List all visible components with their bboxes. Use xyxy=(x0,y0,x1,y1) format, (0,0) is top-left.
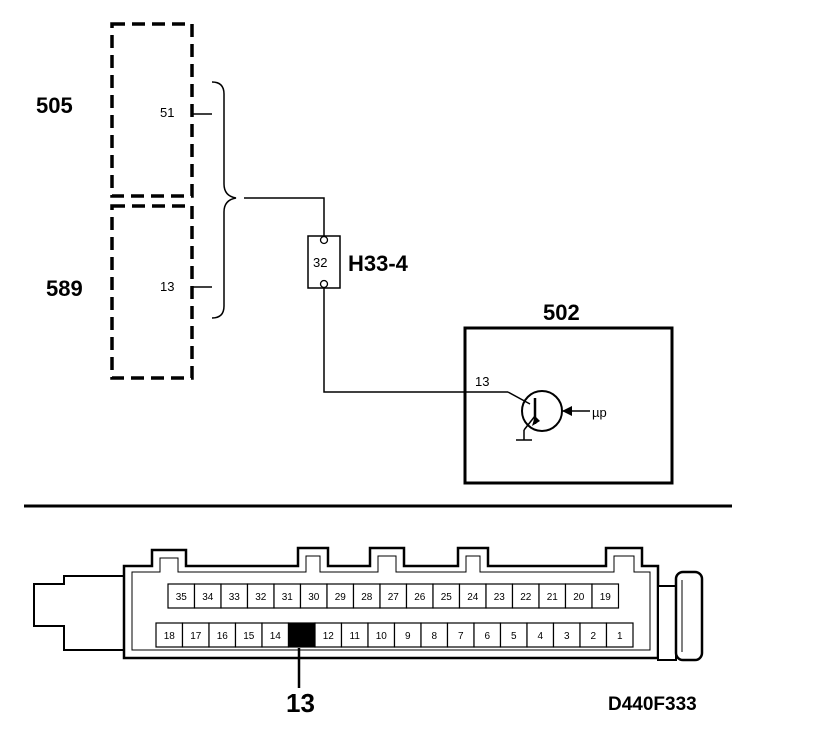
pin-cell-25 xyxy=(432,583,461,609)
plug-bottom-row: 18 17 16 15 14 12 11 10 9 8 7 6 5 4 3 2 1 xyxy=(155,622,634,648)
pin-label-28: 28 xyxy=(361,592,373,603)
pin-cell-23 xyxy=(485,583,514,609)
pin-label-26: 26 xyxy=(414,592,426,603)
connector-label: H33-4 xyxy=(348,251,409,276)
pin-label-18: 18 xyxy=(164,631,176,642)
pin-cell-34 xyxy=(193,583,222,609)
wire-lower xyxy=(323,288,508,393)
module-589-box xyxy=(110,204,194,380)
pin-label-11: 11 xyxy=(350,631,361,642)
wire-upper xyxy=(244,197,325,238)
pin-cell-10 xyxy=(367,622,396,648)
pin-cell-1 xyxy=(605,622,634,648)
pin-cell-28 xyxy=(352,583,381,609)
pin-label-32: 32 xyxy=(255,592,267,603)
ecu-502-box xyxy=(463,326,674,485)
pin-label-35: 35 xyxy=(176,592,188,603)
pin-cell-19 xyxy=(591,583,620,609)
pin-cell-8 xyxy=(420,622,449,648)
pin-cell-3 xyxy=(552,622,581,648)
pin-label-19: 19 xyxy=(600,592,612,603)
module-589-pin: 13 xyxy=(160,279,174,294)
pin-cell-16 xyxy=(208,622,237,648)
pin-label-8: 8 xyxy=(431,631,437,642)
pin-label-16: 16 xyxy=(217,631,229,642)
ecu-pin: 13 xyxy=(475,374,489,389)
pin-cell-24 xyxy=(458,583,487,609)
pin-cell-26 xyxy=(405,583,434,609)
pin-label-6: 6 xyxy=(484,631,490,642)
pin-cell-14 xyxy=(261,622,290,648)
pin-label-7: 7 xyxy=(458,631,464,642)
transistor-icon xyxy=(507,390,590,441)
pin-label-25: 25 xyxy=(441,592,453,603)
pin-cell-33 xyxy=(220,583,249,609)
pin-label-14: 14 xyxy=(270,631,282,642)
pin-cell-13 xyxy=(287,622,316,648)
callout-label: 13 xyxy=(286,688,315,718)
connector-h33-4 xyxy=(307,235,341,289)
pin-label-5: 5 xyxy=(511,631,517,642)
pin-cell-29 xyxy=(326,583,355,609)
pin-cell-2 xyxy=(579,622,608,648)
module-505-pin: 51 xyxy=(160,105,174,120)
pin-cell-12 xyxy=(314,622,343,648)
plug-top-row: 35 34 33 32 31 30 29 28 27 26 25 24 23 22 21 20 19 xyxy=(167,583,620,609)
pin-label-23: 23 xyxy=(494,592,506,603)
pin-label-34: 34 xyxy=(202,592,214,603)
ecu-502-label: 502 xyxy=(543,300,580,325)
pin-cell-20 xyxy=(564,583,593,609)
pin-cell-17 xyxy=(181,622,210,648)
pin-cell-4 xyxy=(526,622,555,648)
pin-cell-18 xyxy=(155,622,184,648)
pin-cell-21 xyxy=(538,583,567,609)
module-505-label: 505 xyxy=(36,93,73,118)
figure-code: D440F333 xyxy=(608,694,697,715)
pin-label-21: 21 xyxy=(547,592,559,603)
pin-label-22: 22 xyxy=(520,592,532,603)
pin-label-12: 12 xyxy=(323,631,335,642)
module-505-box xyxy=(110,22,194,198)
pin-cell-27 xyxy=(379,583,408,609)
pin-label-3: 3 xyxy=(564,631,570,642)
signal-label: µp xyxy=(592,405,607,420)
pin-label-10: 10 xyxy=(376,631,388,642)
module-589-label: 589 xyxy=(46,276,83,301)
pin-cell-35 xyxy=(167,583,196,609)
brace xyxy=(211,81,237,319)
pin-label-2: 2 xyxy=(590,631,596,642)
pin-label-1: 1 xyxy=(617,631,623,642)
pin-label-29: 29 xyxy=(335,592,347,603)
pin-label-20: 20 xyxy=(573,592,585,603)
pin-cell-9 xyxy=(393,622,422,648)
pin-label-15: 15 xyxy=(243,631,255,642)
pin-label-24: 24 xyxy=(467,592,479,603)
pin-label-9: 9 xyxy=(405,631,411,642)
pin-label-17: 17 xyxy=(190,631,202,642)
pin-label-4: 4 xyxy=(537,631,543,642)
pin-label-30: 30 xyxy=(308,592,320,603)
pin-label-27: 27 xyxy=(388,592,400,603)
connector-pin: 32 xyxy=(313,255,327,270)
pin-cell-31 xyxy=(273,583,302,609)
pin-label-33: 33 xyxy=(229,592,241,603)
pin-label-31: 31 xyxy=(282,592,294,603)
